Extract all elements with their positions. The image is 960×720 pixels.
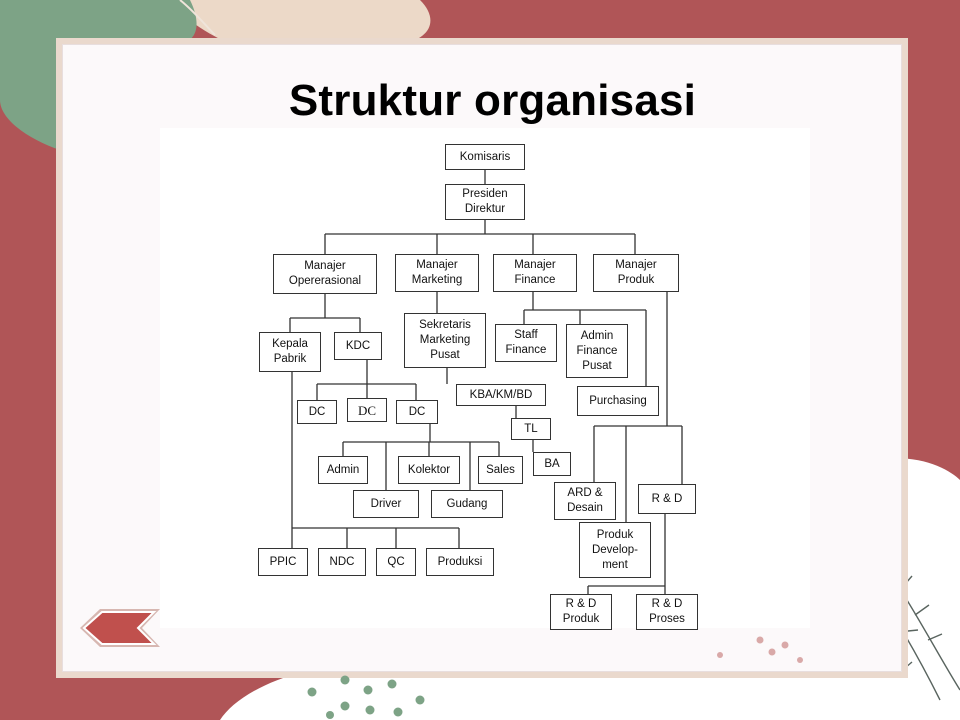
node-rnd-produk: R & D Produk [550,594,612,630]
node-komisaris: Komisaris [445,144,525,170]
node-qc: QC [376,548,416,576]
node-produk-development: Produk Develop- ment [579,522,651,578]
node-manajer-finance: Manajer Finance [493,254,577,292]
node-presiden-direktur: Presiden Direktur [445,184,525,220]
node-ba: BA [533,452,571,476]
org-chart: Komisaris Presiden Direktur Manajer Oper… [160,128,810,630]
node-sekretaris-marketing: Sekretaris Marketing Pusat [404,313,486,368]
node-manajer-produk: Manajer Produk [593,254,679,292]
node-tl: TL [511,418,551,440]
left-arrow-icon [80,609,160,647]
node-sales: Sales [478,456,523,484]
node-kdc: KDC [334,332,382,360]
node-manajer-operasional: Manajer Opererasional [273,254,377,294]
back-button[interactable] [78,607,162,649]
node-produksi: Produksi [426,548,494,576]
node-admin-finance-pusat: Admin Finance Pusat [566,324,628,378]
node-dc-1: DC [297,400,337,424]
node-driver: Driver [353,490,419,518]
node-dc-2: DC [347,398,387,422]
node-rnd: R & D [638,484,696,514]
node-ppic: PPIC [258,548,308,576]
node-manajer-marketing: Manajer Marketing [395,254,479,292]
node-staff-finance: Staff Finance [495,324,557,362]
node-dc-3: DC [396,400,438,424]
node-ndc: NDC [318,548,366,576]
node-rnd-proses: R & D Proses [636,594,698,630]
node-admin: Admin [318,456,368,484]
node-ard-desain: ARD & Desain [554,482,616,520]
node-kepala-pabrik: Kepala Pabrik [259,332,321,372]
node-purchasing: Purchasing [577,386,659,416]
org-chart-connectors [289,170,683,594]
node-kolektor: Kolektor [398,456,460,484]
slide-title: Struktur organisasi [288,76,697,125]
node-kba-km-bd: KBA/KM/BD [456,384,546,406]
node-gudang: Gudang [431,490,503,518]
